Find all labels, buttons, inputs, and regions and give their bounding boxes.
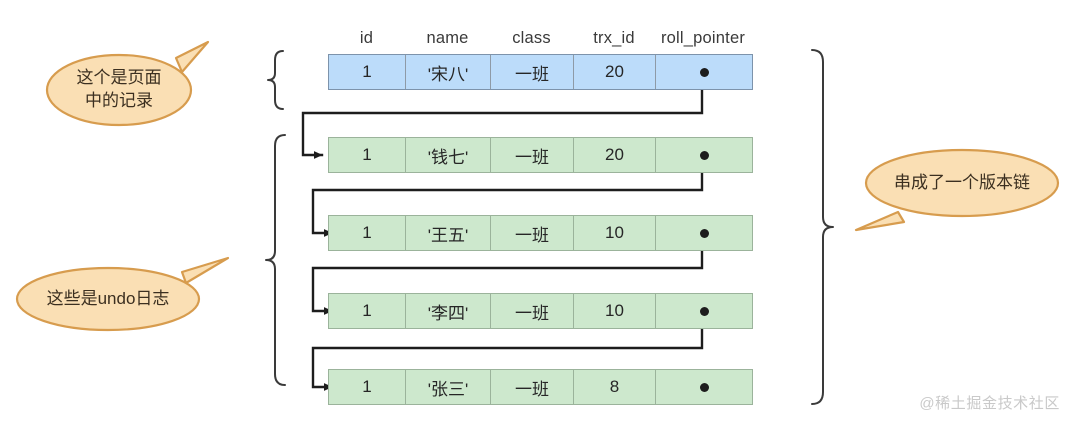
roll-pointer-dot-icon <box>699 306 709 316</box>
cell-class: 一班 <box>491 294 574 328</box>
cell-name: '张三' <box>406 370 491 404</box>
cell-class: 一班 <box>491 370 574 404</box>
cell-roll-pointer <box>656 294 752 328</box>
cell-name: '王五' <box>406 216 491 250</box>
cell-id: 1 <box>329 55 406 89</box>
brace-version-chain <box>811 49 834 405</box>
column-header-id: id <box>359 28 374 47</box>
roll-pointer-dot-icon <box>699 150 709 160</box>
cell-id: 1 <box>329 294 406 328</box>
cell-trx-id: 8 <box>574 370 656 404</box>
cell-name: '李四' <box>406 294 491 328</box>
callout-line-1: 这个是页面 <box>76 68 162 88</box>
cell-roll-pointer <box>656 370 752 404</box>
callout-label-page-record: 这个是页面 中的记录 <box>47 65 191 115</box>
watermark: @稀土掘金技术社区 <box>919 395 1060 412</box>
column-header-name: name <box>426 28 469 47</box>
cell-id: 1 <box>329 216 406 250</box>
cell-roll-pointer <box>656 216 752 250</box>
callout-line-1: 这些是undo日志 <box>46 288 170 308</box>
undo-record-row: 1 '李四' 一班 10 <box>328 293 753 329</box>
cell-trx-id: 20 <box>574 138 656 172</box>
cell-id: 1 <box>329 138 406 172</box>
column-header-row: id name class trx_id roll_pointer <box>328 27 753 49</box>
roll-pointer-dot-icon <box>699 382 709 392</box>
cell-class: 一班 <box>491 138 574 172</box>
cell-trx-id: 10 <box>574 294 656 328</box>
undo-record-row: 1 '钱七' 一班 20 <box>328 137 753 173</box>
undo-record-row: 1 '王五' 一班 10 <box>328 215 753 251</box>
callout-line-1: 串成了一个版本链 <box>894 172 1030 192</box>
callout-label-version-chain: 串成了一个版本链 <box>866 170 1058 196</box>
brace-page-record <box>267 50 284 110</box>
callout-label-undo-log: 这些是undo日志 <box>17 286 199 312</box>
undo-record-row: 1 '张三' 一班 8 <box>328 369 753 405</box>
cell-trx-id: 20 <box>574 55 656 89</box>
column-header-trx-id: trx_id <box>593 28 635 47</box>
roll-pointer-dot-icon <box>699 67 709 77</box>
column-header-roll-pointer: roll_pointer <box>660 28 746 47</box>
cell-name: '宋八' <box>406 55 491 89</box>
cell-name: '钱七' <box>406 138 491 172</box>
cell-class: 一班 <box>491 55 574 89</box>
page-record-row: 1 '宋八' 一班 20 <box>328 54 753 90</box>
cell-roll-pointer <box>656 138 752 172</box>
brace-undo-logs <box>265 134 286 386</box>
cell-trx-id: 10 <box>574 216 656 250</box>
roll-pointer-dot-icon <box>699 228 709 238</box>
column-header-class: class <box>512 28 551 47</box>
callout-line-2: 中的记录 <box>85 91 153 110</box>
cell-id: 1 <box>329 370 406 404</box>
cell-roll-pointer <box>656 55 752 89</box>
cell-class: 一班 <box>491 216 574 250</box>
